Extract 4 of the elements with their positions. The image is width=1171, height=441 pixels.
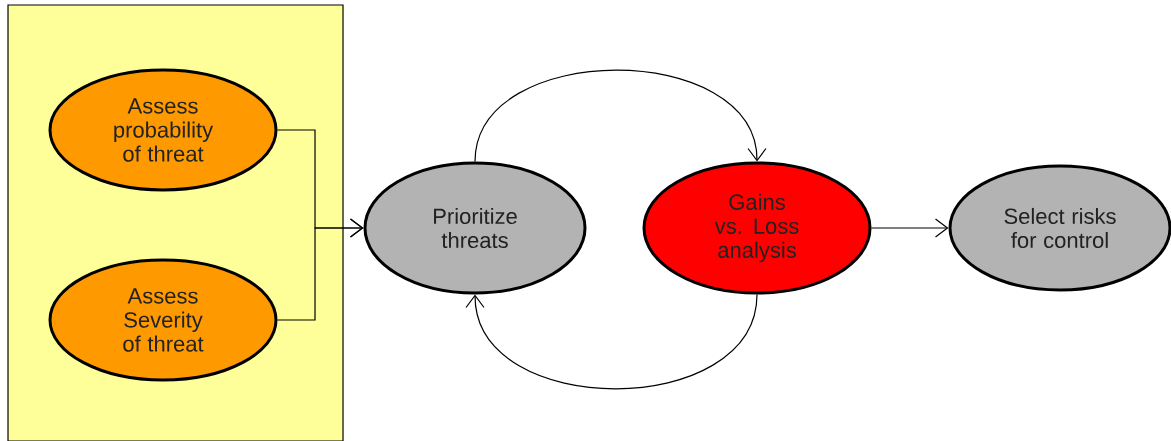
arrow <box>276 218 364 321</box>
arrow <box>870 218 949 238</box>
arrow <box>474 69 767 163</box>
arrow <box>465 293 758 390</box>
